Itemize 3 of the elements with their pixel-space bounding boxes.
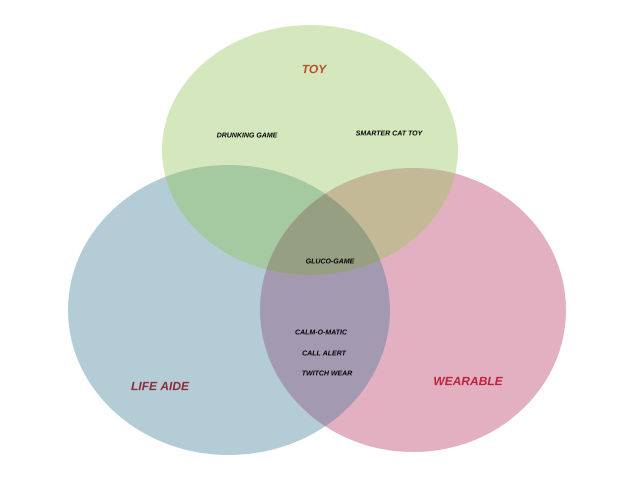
- category-label: WEARABLE: [434, 376, 503, 386]
- category-label: TOY: [302, 64, 328, 74]
- category-label: LIFE AIDE: [131, 382, 190, 390]
